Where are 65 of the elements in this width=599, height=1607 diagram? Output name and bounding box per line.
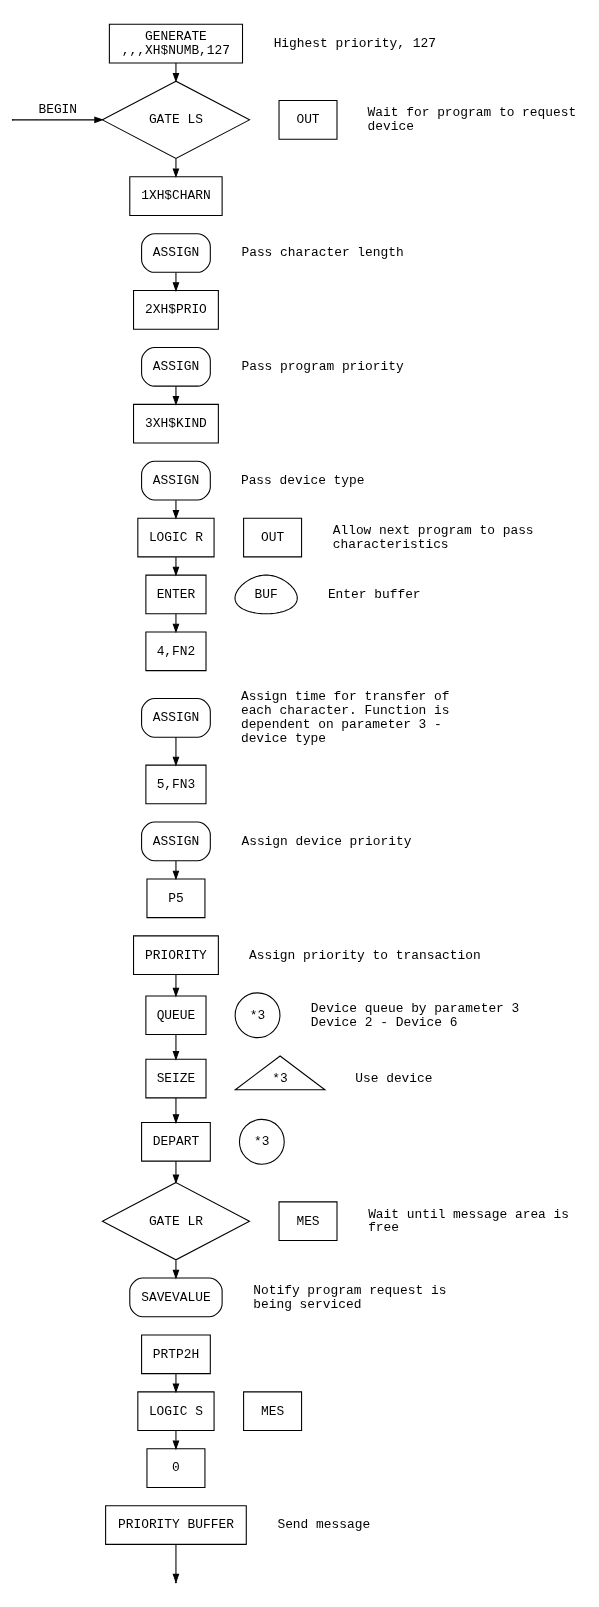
node-box: OUT bbox=[243, 517, 303, 558]
node-label: Use device bbox=[355, 1070, 433, 1086]
node-diamond: GATE LS bbox=[101, 80, 251, 160]
node-box: 0 bbox=[146, 1448, 206, 1488]
arrow bbox=[172, 1373, 180, 1394]
arrow bbox=[172, 974, 180, 998]
arrow bbox=[172, 385, 180, 406]
node-box: PRIORITY BUFFER bbox=[105, 1505, 247, 1545]
node-circle: *3 bbox=[234, 992, 281, 1039]
node-box: SAVEVALUE bbox=[129, 1277, 223, 1318]
node-box: 4,FN2 bbox=[145, 631, 207, 672]
node-label: Assign priority to transaction bbox=[248, 947, 481, 963]
node-box: MES bbox=[278, 1201, 338, 1242]
node-label: Enter buffer bbox=[327, 586, 421, 602]
node-box: 3XH$KIND bbox=[133, 403, 219, 444]
node-box: SEIZE bbox=[145, 1058, 207, 1099]
node-box: P5 bbox=[146, 878, 206, 919]
node-box: 5,FN3 bbox=[145, 764, 207, 805]
arrow bbox=[12, 116, 104, 124]
arrow bbox=[172, 1097, 180, 1124]
node-box: 2XH$PRIO bbox=[133, 290, 219, 330]
arrow bbox=[172, 1160, 180, 1185]
arrow bbox=[172, 736, 180, 767]
node-box: ENTER bbox=[145, 574, 207, 615]
arrow bbox=[172, 613, 180, 634]
arrow bbox=[172, 1034, 180, 1061]
node-box: PRTP2H bbox=[141, 1334, 211, 1375]
node-box: GENERATE ,,,XH$NUMB,127 bbox=[108, 23, 244, 64]
node-box: DEPART bbox=[141, 1121, 211, 1162]
arrow bbox=[172, 556, 180, 577]
node-box: LOGIC S bbox=[137, 1391, 215, 1432]
node-diamond: GATE LR bbox=[101, 1181, 251, 1261]
node-box: ASSIGN bbox=[141, 460, 211, 501]
node-label: Assign time for transfer of each character. Function is dependent on parameter 3 - device type bbox=[240, 689, 450, 747]
arrow bbox=[172, 62, 180, 83]
node-box: PRIORITY bbox=[133, 935, 219, 976]
node-box: ASSIGN bbox=[141, 698, 211, 738]
node-label: Allow next program to pass characteristics bbox=[332, 522, 534, 552]
node-box: QUEUE bbox=[145, 995, 207, 1036]
node-box: MES bbox=[243, 1391, 303, 1432]
node-label: Assign device priority bbox=[241, 833, 412, 849]
node-label: Send message bbox=[277, 1517, 371, 1533]
node-label: Device 2 - Device 6 bbox=[310, 1014, 458, 1030]
node-label: Wait for program to request device bbox=[367, 105, 577, 135]
node-label: Wait until message area is free bbox=[368, 1206, 570, 1236]
node-label: Device queue by parameter 3 bbox=[310, 1000, 520, 1016]
node-box: OUT bbox=[278, 100, 338, 140]
node-box: ASSIGN bbox=[141, 346, 211, 387]
node-box: ASSIGN bbox=[141, 821, 211, 862]
node-label: Highest priority, 127 bbox=[273, 35, 436, 51]
edge-label: BEGIN bbox=[38, 101, 78, 117]
node-label: Notify program request is being serviced bbox=[253, 1282, 447, 1312]
arrow bbox=[172, 499, 180, 520]
node-label: Pass device type bbox=[240, 472, 365, 488]
arrow bbox=[172, 158, 180, 179]
node-box: LOGIC R bbox=[137, 517, 215, 558]
node-label: Pass program priority bbox=[241, 359, 404, 375]
node-circle: *3 bbox=[238, 1118, 285, 1165]
arrow bbox=[172, 860, 180, 881]
node-box: ASSIGN bbox=[141, 233, 211, 273]
node-box: 1XH$CHARN bbox=[129, 176, 223, 216]
node-label: Pass character length bbox=[241, 245, 404, 261]
arrow bbox=[172, 1430, 180, 1451]
arrow bbox=[172, 272, 180, 292]
arrow bbox=[172, 1259, 180, 1280]
